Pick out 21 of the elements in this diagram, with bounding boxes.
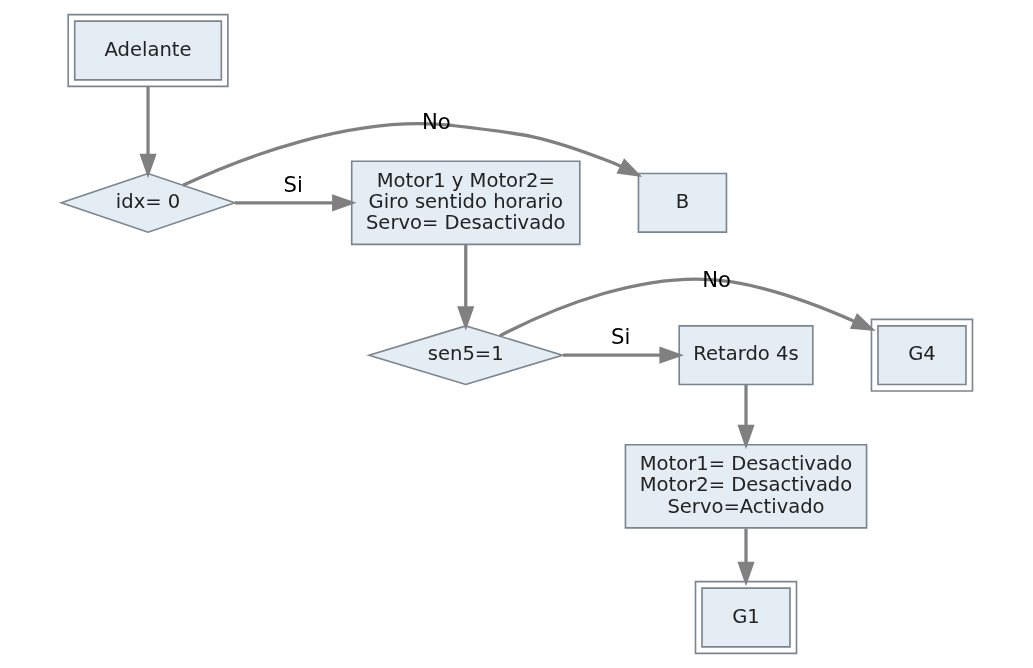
edge-label: Si [610, 324, 630, 350]
arrow [234, 194, 357, 212]
node-box: B [637, 172, 727, 233]
arrow [138, 86, 157, 179]
node-box: Adelante [66, 13, 229, 88]
node-box: Motor1 y Motor2= Giro sentido horario Servo= Desactivado [350, 160, 581, 246]
arrow [736, 384, 755, 450]
edge-label: No [701, 267, 731, 293]
node-box: Motor1= Desactivado Motor2= Desactivado Servo=Activado [624, 444, 867, 529]
arrow [498, 277, 876, 338]
node-box: G4 [870, 318, 973, 392]
arrow [562, 346, 684, 364]
node-box: Retardo 4s [677, 325, 814, 386]
edge-label: Si [282, 172, 303, 198]
node-box: G1 [694, 580, 797, 655]
node-diamond: idx= 0 [58, 172, 237, 234]
node-diamond: sen5=1 [365, 325, 565, 386]
arrow [736, 528, 755, 587]
edge-label: No [421, 109, 451, 135]
arrow [181, 122, 642, 187]
arrow [456, 244, 474, 331]
